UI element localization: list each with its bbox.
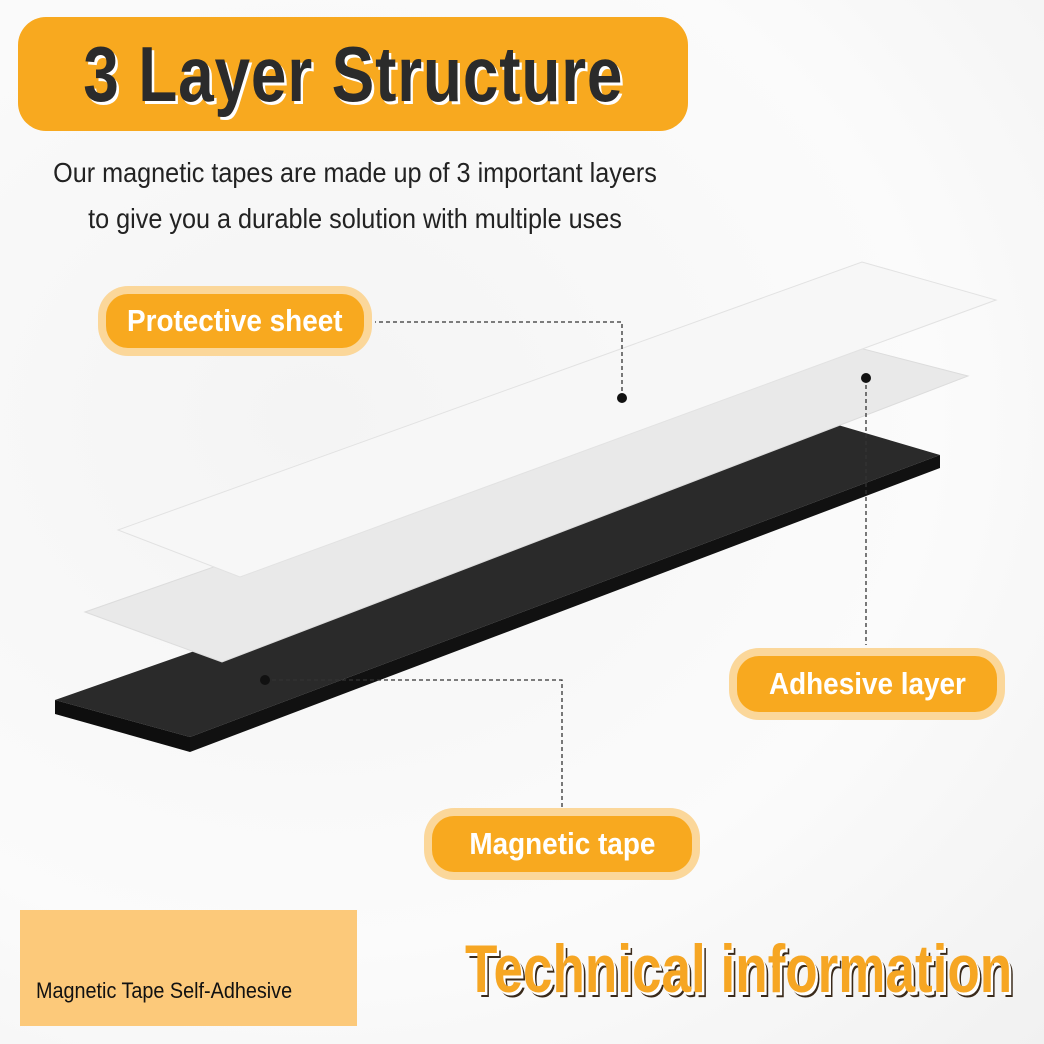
protective-sheet-text: Protective sheet <box>127 303 343 338</box>
magnetic-tape-label: Magnetic tape <box>432 816 692 872</box>
product-name-box: Magnetic Tape Self-Adhesive <box>20 910 357 1026</box>
subtitle: Our magnetic tapes are made up of 3 impo… <box>45 150 666 242</box>
protective-sheet-dot <box>617 393 627 403</box>
title-banner: 3 Layer Structure <box>18 17 688 131</box>
adhesive-layer-text: Adhesive layer <box>768 666 966 701</box>
product-name: Magnetic Tape Self-Adhesive <box>36 978 293 1003</box>
adhesive-layer-dot <box>861 373 871 383</box>
magnetic-tape-layer <box>55 425 940 752</box>
protective-sheet-label: Protective sheet <box>106 294 364 348</box>
magnetic-tape-dot <box>260 675 270 685</box>
adhesive-layer-label: Adhesive layer <box>737 656 997 712</box>
magnetic-tape-text: Magnetic tape <box>468 826 656 861</box>
technical-information-heading: Technical information <box>465 931 1013 1007</box>
leader-lines <box>265 321 867 808</box>
subtitle-line-2: to give you a durable solution with mult… <box>88 203 622 234</box>
protective-sheet-layer <box>116 261 998 578</box>
subtitle-line-1: Our magnetic tapes are made up of 3 impo… <box>53 157 657 188</box>
page-title: 3 Layer Structure <box>82 29 624 118</box>
